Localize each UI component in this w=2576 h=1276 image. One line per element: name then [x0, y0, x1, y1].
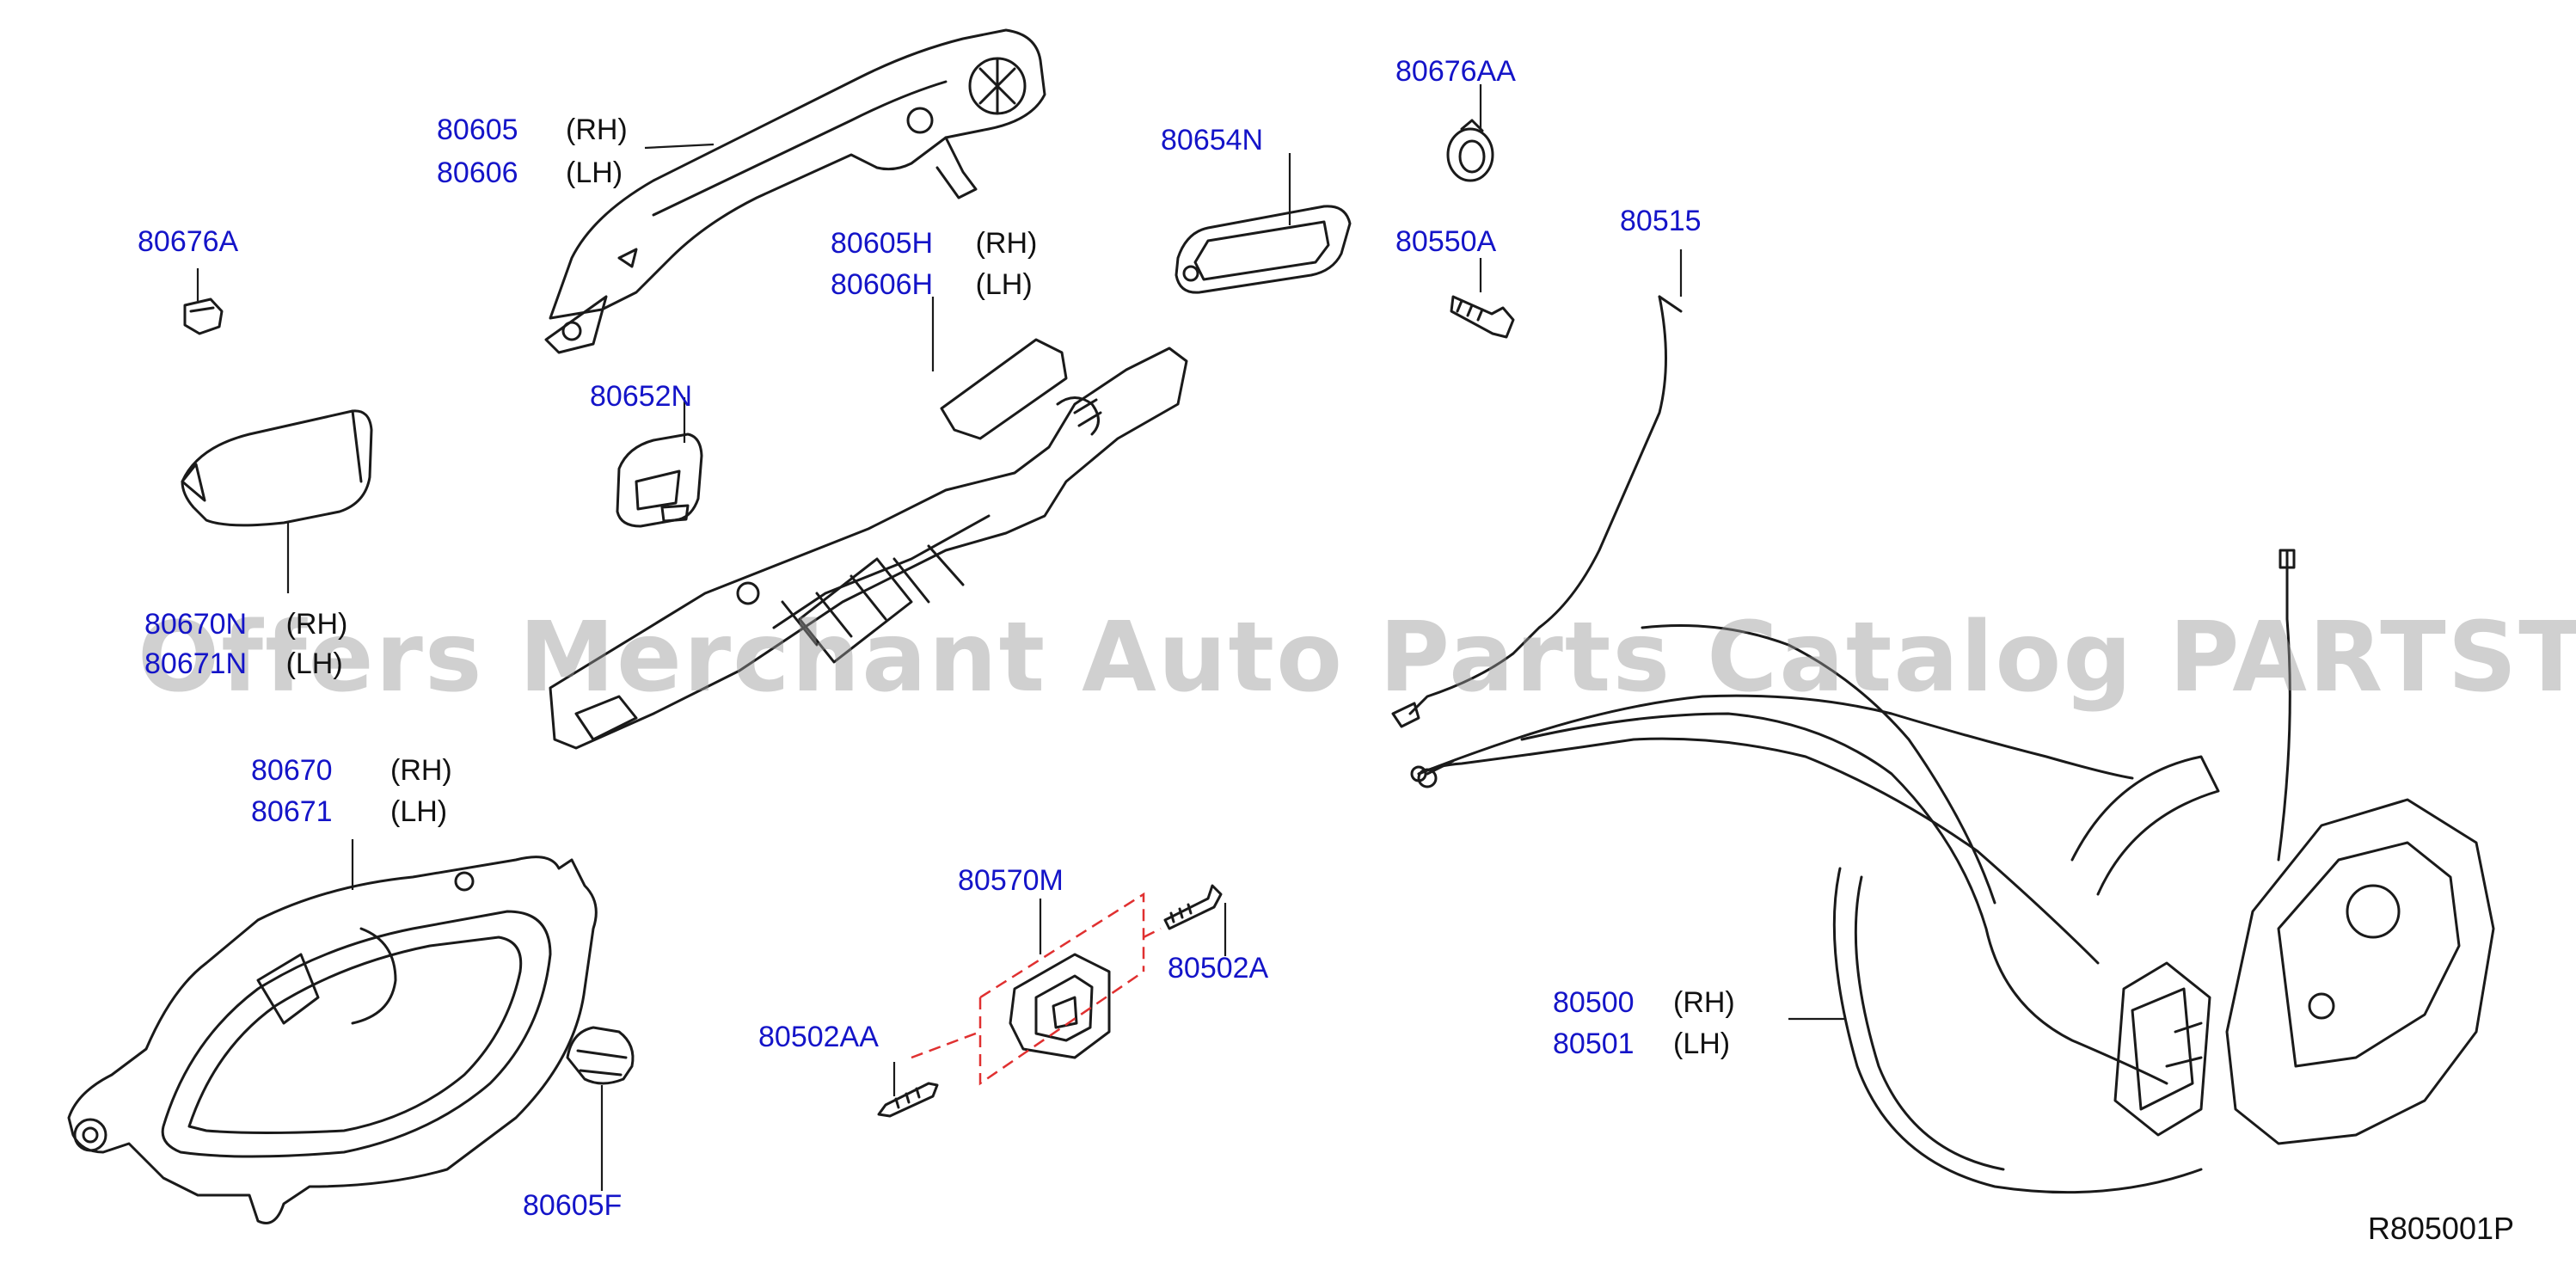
callout-80671N[interactable]: 80671N (LH)	[144, 648, 343, 679]
part-number[interactable]: 80671	[251, 795, 333, 828]
callout-80676AA[interactable]: 80676AA	[1395, 56, 1516, 87]
outside-handle-drawing	[544, 28, 1046, 354]
callout-80500[interactable]: 80500 (RH)	[1553, 987, 1735, 1018]
part-number[interactable]: 80500	[1553, 986, 1635, 1019]
part-number[interactable]: 80501	[1553, 1028, 1635, 1060]
callout-80502A[interactable]: 80502A	[1168, 953, 1268, 984]
leader-lines	[196, 84, 1844, 1191]
screw-drawing	[1163, 884, 1223, 930]
rod-drawing	[1391, 295, 1683, 728]
callout-80670N[interactable]: 80670N (RH)	[144, 609, 347, 640]
part-number[interactable]: 80502AA	[758, 1021, 879, 1053]
callout-80550A[interactable]: 80550A	[1395, 226, 1496, 257]
callout-80670[interactable]: 80670 (RH)	[251, 755, 452, 786]
part-number[interactable]: 80654N	[1161, 124, 1264, 156]
bolt-drawing	[1450, 295, 1515, 339]
striker-box	[911, 892, 1162, 1086]
side-indicator: (LH)	[285, 647, 343, 680]
handle-frame-drawing	[549, 338, 1188, 750]
callout-80605H[interactable]: 80605H (RH)	[831, 228, 1037, 259]
callout-80605F[interactable]: 80605F	[523, 1190, 622, 1221]
side-indicator: (RH)	[390, 754, 452, 787]
inside-handle-drawing	[67, 856, 598, 1224]
callout-80570M[interactable]: 80570M	[958, 865, 1064, 896]
callout-80654N[interactable]: 80654N	[1161, 125, 1263, 156]
side-indicator: (RH)	[566, 113, 628, 146]
callout-80515[interactable]: 80515	[1620, 206, 1702, 236]
side-indicator: (RH)	[975, 227, 1038, 260]
side-indicator: (RH)	[1673, 986, 1735, 1019]
callout-80652N[interactable]: 80652N	[590, 381, 692, 412]
callout-80502AA[interactable]: 80502AA	[758, 1021, 879, 1052]
screw-2-drawing	[877, 1082, 939, 1118]
side-indicator: (RH)	[285, 608, 348, 641]
latch-assembly-drawing	[1410, 549, 2495, 1194]
part-number[interactable]: 80676A	[138, 225, 239, 258]
part-number[interactable]: 80670N	[144, 608, 248, 641]
part-number[interactable]: 80676AA	[1395, 55, 1516, 88]
callout-80606H[interactable]: 80606H (LH)	[831, 269, 1033, 300]
escutcheon-drawing	[181, 409, 373, 527]
side-indicator: (LH)	[390, 795, 448, 828]
part-number[interactable]: 80570M	[958, 864, 1064, 897]
part-number[interactable]: 80605F	[523, 1189, 623, 1222]
side-indicator: (LH)	[1673, 1028, 1731, 1060]
clip-drawing	[566, 1026, 635, 1085]
part-number[interactable]: 80605H	[831, 227, 934, 260]
gasket-drawing	[1175, 205, 1352, 294]
callout-80671[interactable]: 80671 (LH)	[251, 796, 447, 827]
part-number[interactable]: 80671N	[144, 647, 248, 680]
grommet-drawing	[183, 298, 224, 335]
side-indicator: (LH)	[975, 268, 1033, 301]
callout-80606[interactable]: 80606 (LH)	[437, 157, 623, 188]
grommet-2-drawing	[1446, 119, 1494, 182]
part-number[interactable]: 80515	[1620, 205, 1702, 237]
part-number[interactable]: 80652N	[590, 380, 693, 413]
callout-80605[interactable]: 80605 (RH)	[437, 114, 628, 145]
diagram-reference-code: R805001P	[2367, 1211, 2514, 1246]
part-number[interactable]: 80670	[251, 754, 333, 787]
striker-drawing	[1009, 953, 1111, 1059]
part-number[interactable]: 80605	[437, 113, 518, 146]
callout-80501[interactable]: 80501 (LH)	[1553, 1028, 1730, 1059]
watermark: Offers Merchant Auto Parts Catalog PARTS…	[138, 602, 2576, 714]
part-number[interactable]: 80502A	[1168, 952, 1269, 985]
part-number[interactable]: 80606	[437, 156, 518, 189]
part-number[interactable]: 80606H	[831, 268, 934, 301]
pad-drawing	[616, 432, 703, 528]
part-number[interactable]: 80550A	[1395, 225, 1497, 258]
side-indicator: (LH)	[566, 156, 623, 189]
callout-80676A[interactable]: 80676A	[138, 226, 238, 257]
